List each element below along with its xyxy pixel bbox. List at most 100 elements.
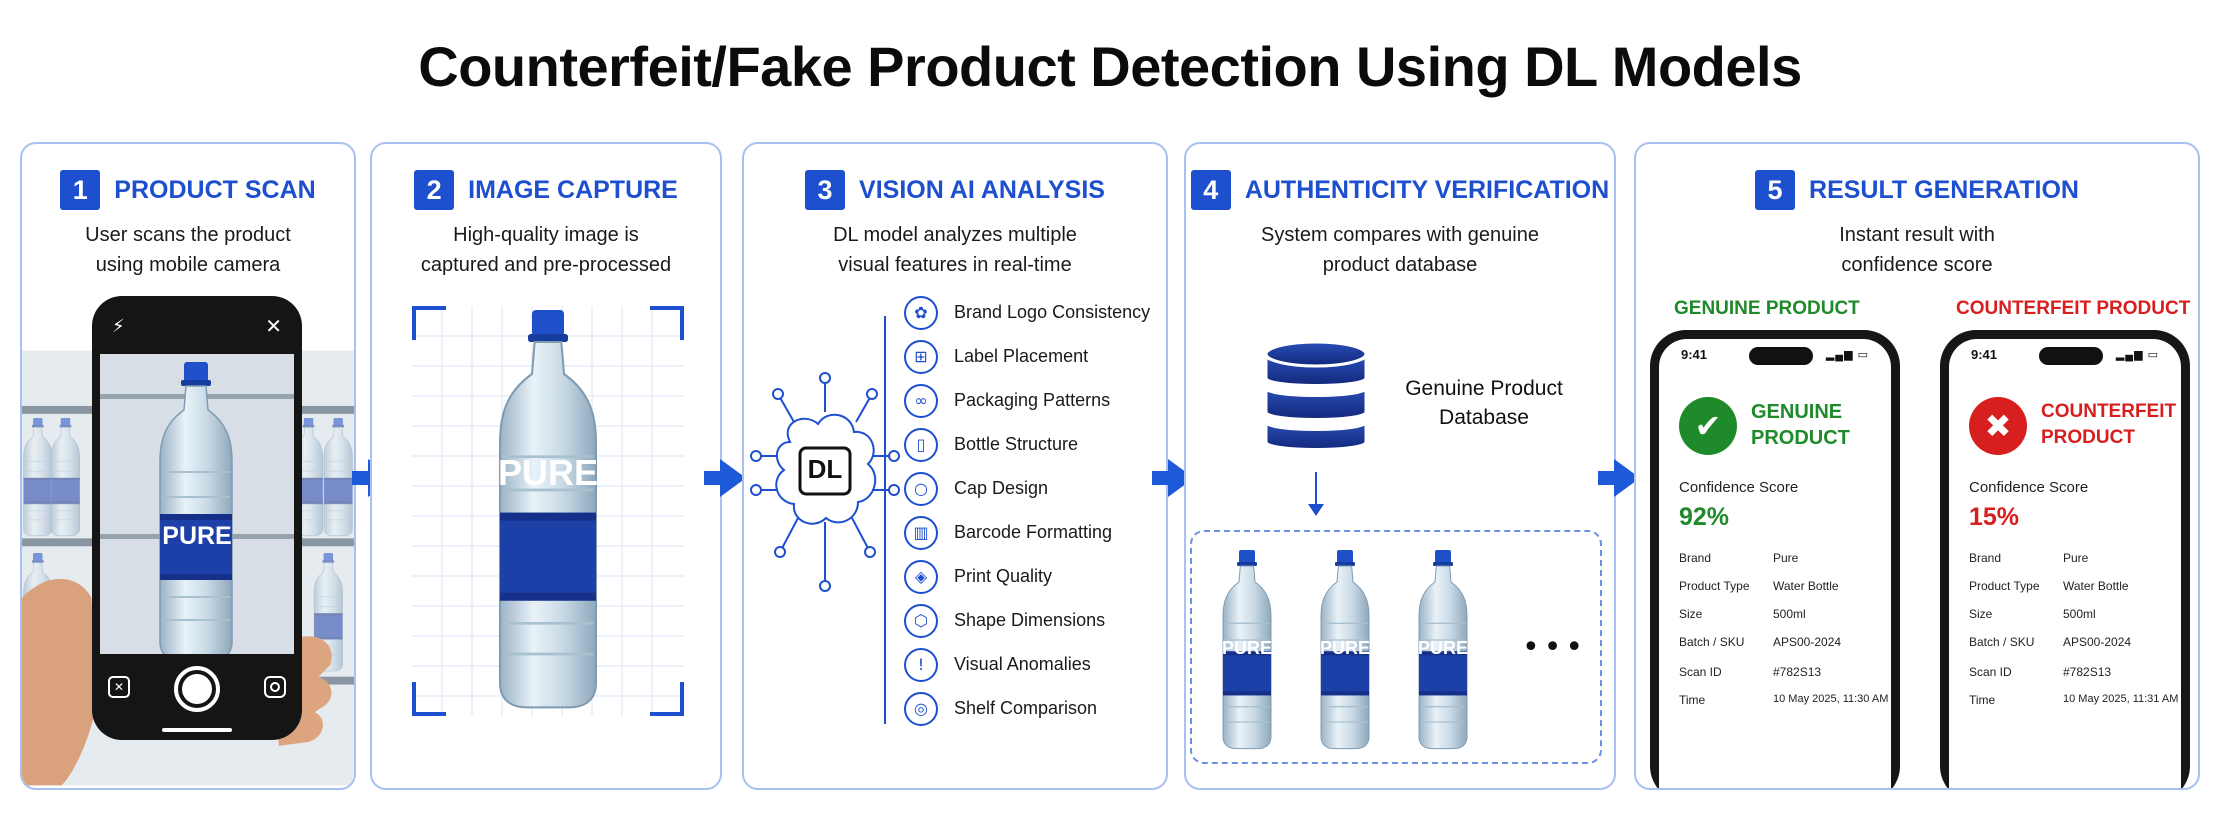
counterfeit-heading: COUNTERFEIT PRODUCT	[1956, 298, 2191, 319]
result-status-line: COUNTERFEIT	[2041, 401, 2177, 422]
step-title: VISION AI ANALYSIS	[859, 175, 1105, 204]
detail-row: Scan ID#782S13	[1679, 665, 1891, 687]
detail-value: APS00-2024	[2063, 635, 2132, 649]
step-number-badge: 3	[805, 170, 846, 210]
detail-key: Scan ID	[1969, 665, 2012, 679]
step-title: PRODUCT SCAN	[114, 175, 316, 204]
result-status-line: PRODUCT	[1751, 427, 1850, 449]
feature-label: Label Placement	[954, 346, 1089, 366]
detail-row: Brand Pure	[1679, 551, 1891, 573]
brain-chip-label: DL	[807, 454, 843, 484]
detail-key: Size	[1969, 607, 1993, 621]
database-label-line: Database	[1439, 406, 1529, 429]
feature-item: ○ Cap Design	[904, 470, 1166, 510]
label-icon: ⊞	[904, 340, 938, 374]
feature-label: Visual Anomalies	[954, 654, 1091, 674]
down-arrow-line	[1315, 472, 1317, 506]
feature-item: ! Visual Anomalies	[904, 646, 1166, 686]
genuine-result-phone: 9:41 ▂▄▆ ▭ ✔ GENUINE PRODUCT Confidence …	[1650, 330, 1900, 788]
step-header: 3 VISION AI ANALYSIS	[744, 170, 1166, 210]
detail-row: Batch / SKU APS00-2024	[1969, 635, 2181, 657]
detail-row: Size 500ml	[1969, 607, 2181, 629]
shape-icon: ⬡	[904, 604, 938, 638]
check-icon: ✔	[1679, 397, 1737, 455]
print-icon: ◈	[904, 560, 938, 594]
switch-camera-lens	[270, 682, 280, 692]
detail-value: Water Bottle	[1773, 579, 1839, 593]
flash-icon[interactable]: ⚡	[112, 316, 125, 337]
feature-label: Shelf Comparison	[954, 698, 1098, 718]
detail-key: Time	[1969, 693, 1996, 707]
step-description-line: product database	[1322, 254, 1478, 276]
database-icon	[1264, 340, 1368, 451]
step-number-badge: 4	[1190, 170, 1231, 210]
down-arrow-head	[1308, 504, 1324, 516]
step-description-line: DL model analyzes multiple	[833, 224, 1077, 246]
detail-value: Water Bottle	[2063, 579, 2129, 593]
shutter-inner	[182, 674, 212, 704]
feature-item: ◈ Print Quality	[904, 558, 1166, 598]
phone-screen: 9:41 ▂▄▆ ▭ ✖ COUNTERFEIT PRODUCT Confide…	[1949, 339, 2181, 788]
confidence-value: 15%	[1969, 503, 2020, 531]
confidence-value: 92%	[1679, 503, 1730, 531]
logo-icon: ✿	[904, 296, 938, 330]
database-label-line: Genuine Product	[1405, 377, 1563, 400]
step-number-badge: 5	[1755, 170, 1796, 210]
detail-key: Brand	[1969, 551, 2002, 565]
page-title: Counterfeit/Fake Product Detection Using…	[418, 35, 1802, 98]
detail-key: Product Type	[1969, 579, 2040, 593]
detail-value: #782S13	[2063, 665, 2112, 679]
feature-label: Brand Logo Consistency	[954, 302, 1151, 322]
detail-value: APS00-2024	[1773, 635, 1842, 649]
cap-icon: ○	[904, 472, 938, 506]
step-description: Instant result with confidence score	[1636, 220, 2198, 280]
detail-row: Product Type Water Bottle	[1969, 579, 2181, 601]
sample-bottle-label: PURE	[1417, 638, 1468, 658]
result-status: GENUINE PRODUCT	[1751, 399, 1891, 451]
feature-item: ▯Bottle Structure	[904, 426, 1166, 466]
step-title: IMAGE CAPTURE	[468, 175, 678, 204]
feature-item: ▥Barcode Formatting	[904, 514, 1166, 554]
signal-battery-icon: ▂▄▆ ▭	[2115, 349, 2159, 361]
check-glyph: ✔	[1694, 407, 1722, 445]
pattern-icon: ∞	[904, 384, 938, 418]
result-status: COUNTERFEIT PRODUCT	[2041, 399, 2181, 451]
warning-icon: !	[904, 648, 938, 682]
feature-item: ✿ Brand Logo Consistency	[904, 294, 1166, 334]
result-status-line: GENUINE	[1751, 401, 1843, 423]
capture-frame	[412, 306, 684, 716]
feature-label: Shape Dimensions	[954, 610, 1106, 630]
step-header: 5 RESULT GENERATION	[1636, 170, 2198, 210]
feature-label: Print Quality	[954, 566, 1053, 586]
viewfinder-bottle	[100, 354, 294, 654]
detail-value: 500ml	[1773, 607, 1806, 621]
step-title: RESULT GENERATION	[1809, 175, 2079, 204]
step-description-line: captured and pre-processed	[420, 254, 672, 276]
detail-value: 10 May 2025, 11:30 AM	[1773, 693, 1889, 705]
feature-label: Cap Design	[954, 478, 1049, 498]
switch-camera-icon[interactable]	[264, 676, 286, 698]
home-indicator	[162, 728, 232, 732]
detail-value: 500ml	[2063, 607, 2096, 621]
feature-item: ∞Packaging Patterns	[904, 382, 1166, 422]
target-icon: ◎	[904, 692, 938, 726]
shutter-button[interactable]	[174, 666, 220, 712]
step-panel-vision-ai-analysis: 3 VISION AI ANALYSIS DL model analyzes mu…	[742, 142, 1168, 790]
close-icon[interactable]: ✕	[265, 314, 282, 338]
gallery-icon[interactable]: ✕	[108, 676, 130, 698]
detail-key: Batch / SKU	[1969, 635, 2035, 649]
feature-item: ⊞ Label Placement	[904, 338, 1166, 378]
detail-key: Scan ID	[1679, 665, 1722, 679]
detail-key: Brand	[1679, 551, 1712, 565]
step-panel-result-generation: 5 RESULT GENERATION Instant result with c…	[1634, 142, 2200, 790]
step-description-line: Instant result with	[1839, 224, 1995, 246]
phone-notch	[1749, 347, 1813, 365]
detail-value: Pure	[1773, 551, 1799, 565]
